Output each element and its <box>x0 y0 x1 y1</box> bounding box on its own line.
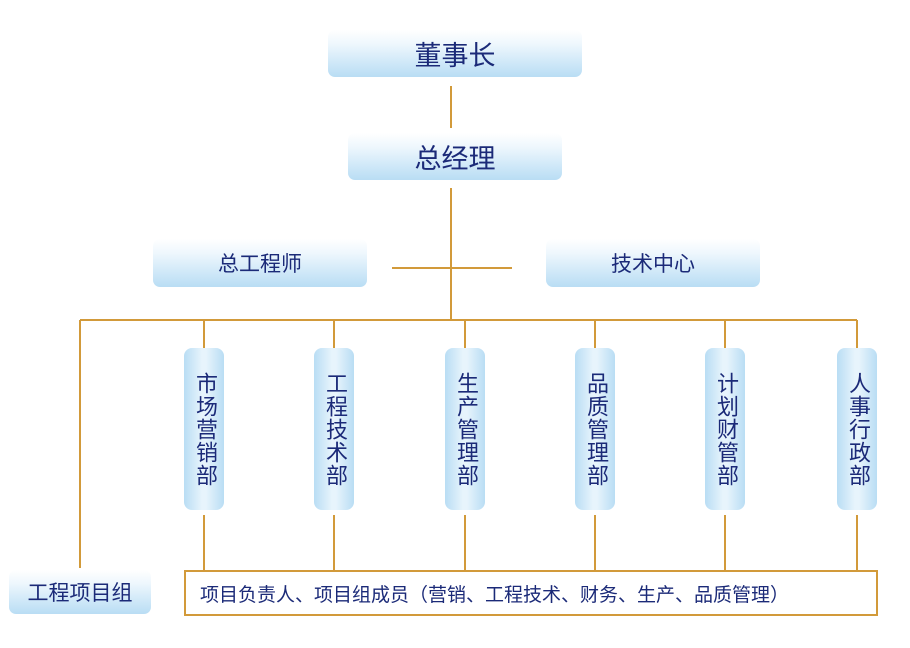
node-project-group-label: 工程项目组 <box>27 581 133 605</box>
node-chief-engineer-label: 总工程师 <box>218 252 302 276</box>
dept-production: 生产管理部 <box>445 348 485 510</box>
node-general-manager: 总经理 <box>348 133 562 180</box>
node-chairman: 董事长 <box>328 30 582 77</box>
node-tech-center: 技术中心 <box>546 239 760 287</box>
node-chairman-label: 董事长 <box>414 41 496 72</box>
dept-hr-admin-label: 人事行政部 <box>845 371 870 487</box>
project-members-text: 项目负责人、项目组成员（营销、工程技术、财务、生产、品质管理） <box>200 583 790 606</box>
dept-quality-label: 品质管理部 <box>583 371 608 487</box>
node-general-manager-label: 总经理 <box>414 144 496 175</box>
node-chief-engineer: 总工程师 <box>153 239 367 287</box>
dept-planning-finance-label: 计划财管部 <box>713 371 738 487</box>
dept-marketing-label: 市场营销部 <box>192 371 217 487</box>
dept-marketing: 市场营销部 <box>184 348 224 510</box>
dept-engineering: 工程技术部 <box>314 348 354 510</box>
dept-production-label: 生产管理部 <box>453 371 478 487</box>
project-members-box: 项目负责人、项目组成员（营销、工程技术、财务、生产、品质管理） <box>184 570 878 616</box>
dept-hr-admin: 人事行政部 <box>837 348 877 510</box>
dept-quality: 品质管理部 <box>575 348 615 510</box>
node-tech-center-label: 技术中心 <box>611 252 695 276</box>
dept-planning-finance: 计划财管部 <box>705 348 745 510</box>
node-project-group: 工程项目组 <box>9 570 151 614</box>
dept-engineering-label: 工程技术部 <box>322 371 347 487</box>
